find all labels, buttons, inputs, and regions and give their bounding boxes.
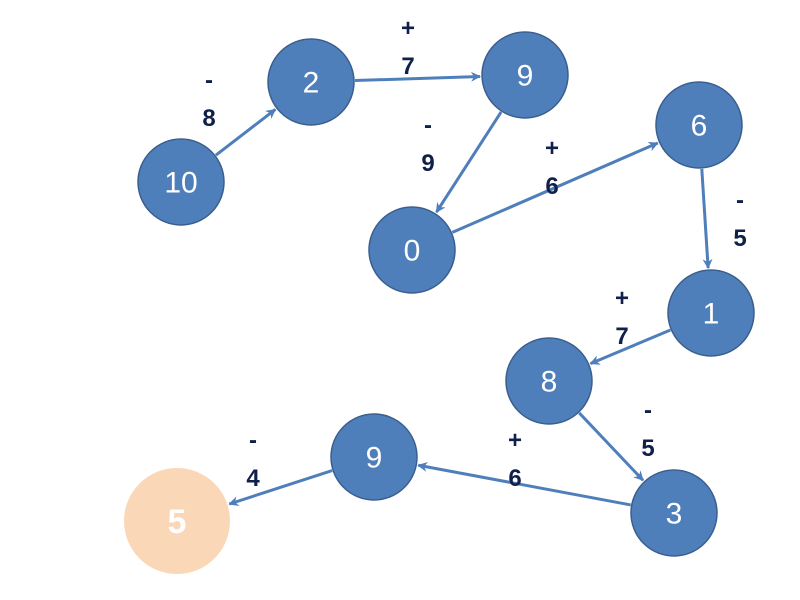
number-node: 1 [667, 269, 755, 357]
node-label: 6 [691, 110, 708, 143]
number-node: 8 [505, 337, 593, 425]
result-node: 5 [124, 468, 230, 574]
number-node: 10 [137, 138, 225, 226]
edge-arrow [228, 469, 333, 506]
number-node: 0 [368, 206, 456, 294]
node-label: 9 [366, 442, 383, 475]
edge-operation: -9 [421, 112, 434, 177]
node-circle [330, 413, 418, 501]
node-label: 10 [164, 167, 197, 200]
operation-value: 4 [246, 465, 260, 492]
operation-sign: + [545, 135, 559, 162]
edge-arrow [214, 108, 277, 157]
edge-operation: -8 [202, 67, 215, 132]
operation-sign: - [249, 427, 257, 454]
node-circle [368, 206, 456, 294]
edge-arrow [451, 141, 659, 234]
node-label: 8 [541, 366, 558, 399]
edge-arrow [589, 328, 672, 365]
operation-value: 6 [508, 465, 521, 492]
edges-layer [214, 71, 713, 507]
edge-arrow [354, 71, 482, 83]
operation-value: 5 [641, 435, 654, 462]
node-circle [137, 138, 225, 226]
edge-operation: +6 [545, 135, 559, 200]
nodes-layer: 10 2 9 0 6 1 8 3 9 5 [124, 31, 755, 574]
edge-arrow [578, 411, 645, 482]
edge-arrow [417, 461, 632, 507]
number-node: 6 [655, 81, 743, 169]
node-circle [505, 337, 593, 425]
node-circle [267, 38, 355, 126]
number-node: 2 [267, 38, 355, 126]
edge-operation: +7 [615, 285, 629, 350]
node-label: 3 [666, 498, 683, 531]
edge-operation: +6 [508, 427, 522, 492]
node-circle [124, 468, 230, 574]
edge-operation: +7 [401, 15, 415, 80]
operation-value: 7 [401, 53, 414, 80]
operation-value: 8 [202, 105, 215, 132]
operation-value: 6 [545, 173, 558, 200]
operation-sign: + [508, 427, 522, 454]
node-circle [481, 31, 569, 119]
operation-value: 9 [421, 150, 434, 177]
node-label: 2 [303, 67, 320, 100]
number-node: 9 [481, 31, 569, 119]
operation-value: 7 [615, 323, 628, 350]
operations-layer: -8+7-9+6-5+7-5+6-4 [202, 15, 746, 492]
edge-operation: -5 [733, 187, 746, 252]
operation-sign: - [205, 67, 213, 94]
operation-value: 5 [733, 225, 746, 252]
edge-operation: -5 [641, 397, 654, 462]
edge-operation: -4 [246, 427, 260, 492]
node-label: 9 [517, 60, 534, 93]
operation-sign: + [401, 15, 415, 42]
operation-sign: - [424, 112, 432, 139]
node-circle [667, 269, 755, 357]
edge-arrow [700, 168, 713, 270]
number-node: 9 [330, 413, 418, 501]
operation-sign: - [736, 187, 744, 214]
number-node: 3 [630, 469, 718, 557]
node-circle [655, 81, 743, 169]
node-label: 5 [168, 503, 187, 541]
node-label: 0 [404, 235, 421, 268]
node-label: 1 [703, 298, 720, 331]
edge-arrow [435, 111, 503, 214]
operation-sign: - [644, 397, 652, 424]
operation-sign: + [615, 285, 629, 312]
node-circle [630, 469, 718, 557]
